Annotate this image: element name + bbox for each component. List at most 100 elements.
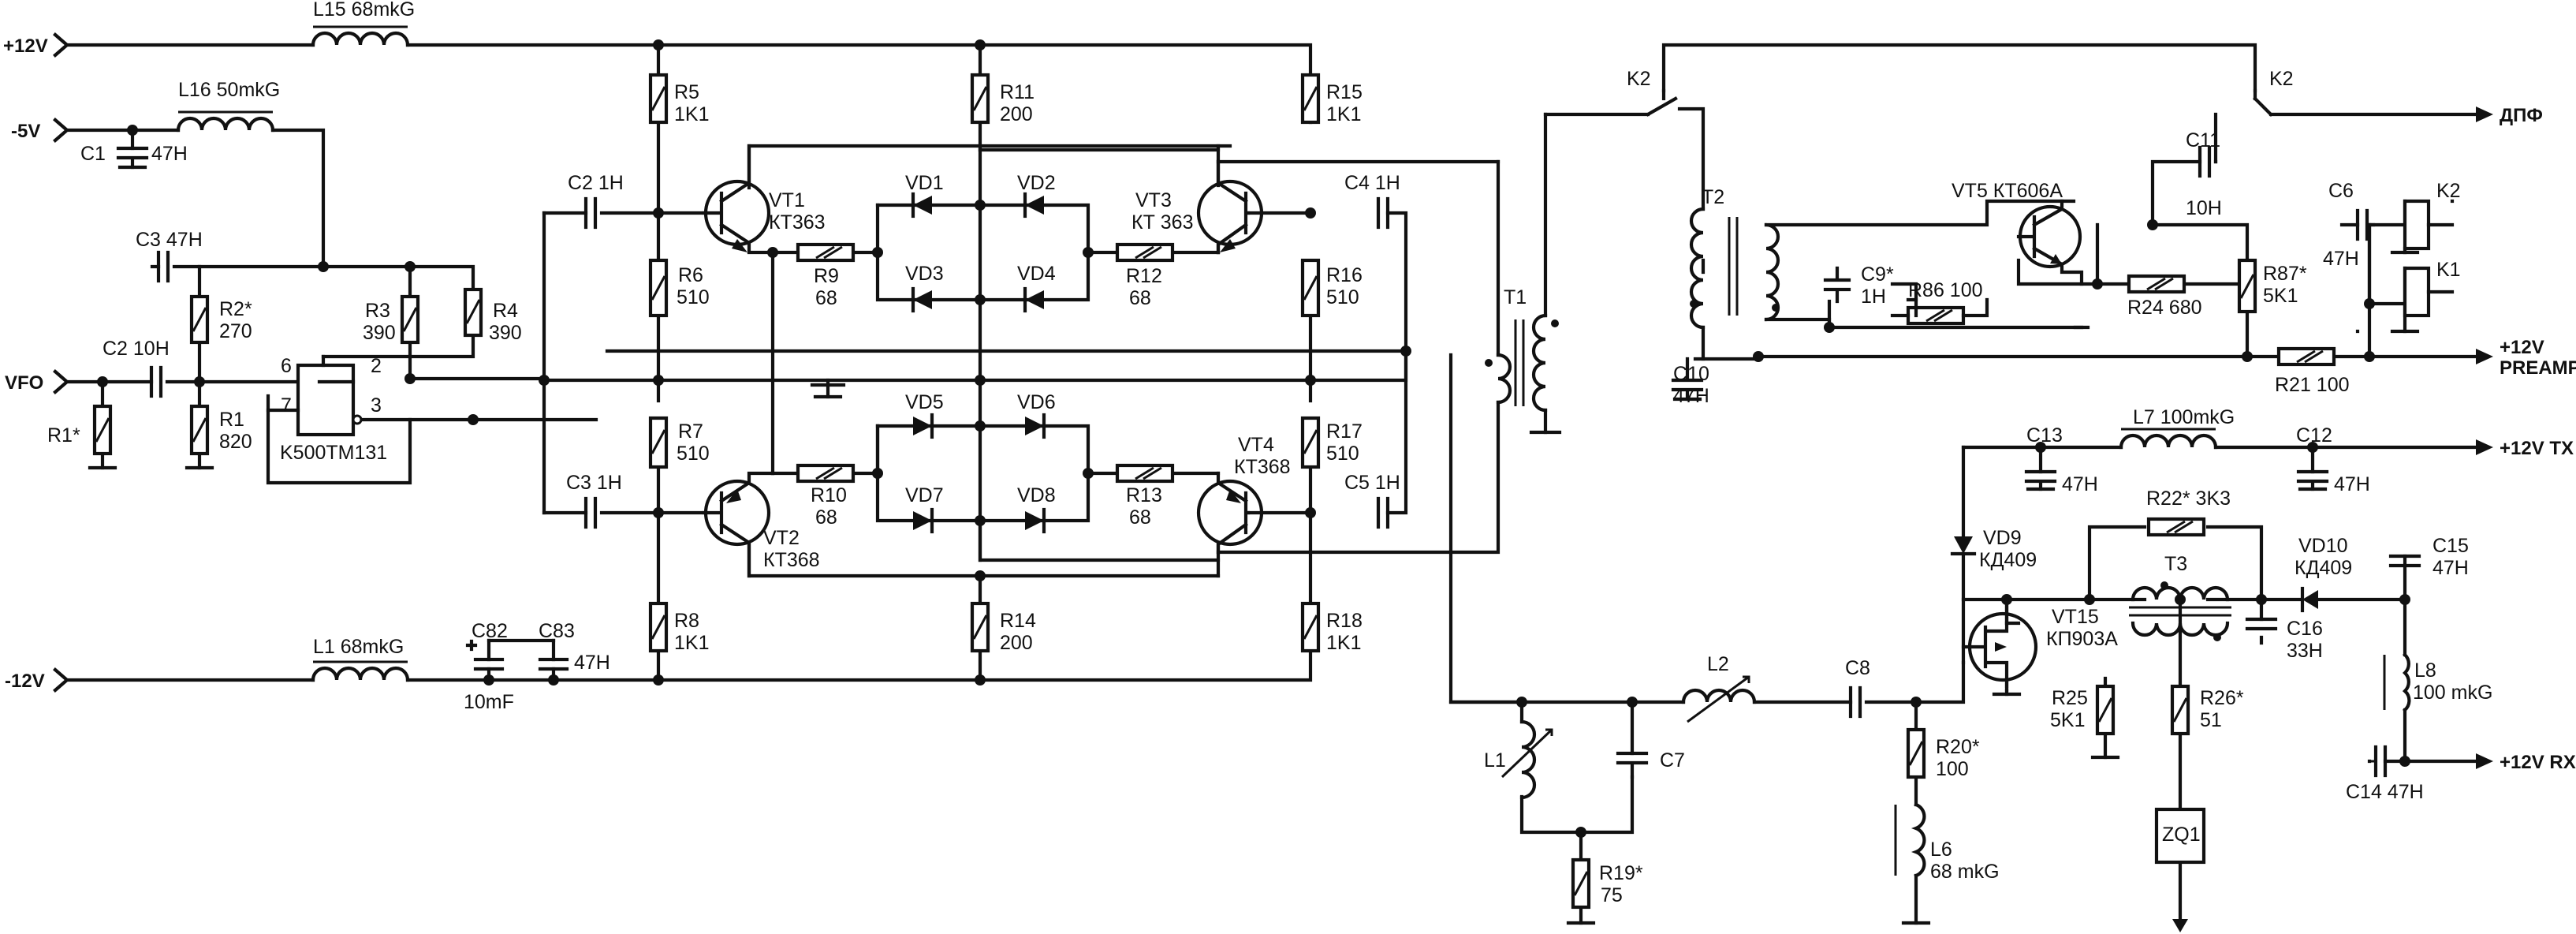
label-r7: R7 [678,420,703,443]
label-r26-value: 51 [2200,709,2222,731]
label-c13: C13 [2026,424,2063,446]
label-preamp-2: PREAMP [2500,357,2576,379]
label-c9-value: 1Н [1861,286,1886,308]
component-labels: L15 68mkG L16 50mkG C1 47Н C3 47Н R2* 27… [47,0,2492,906]
label-vd5: VD5 [905,391,944,413]
diodes [911,192,2318,613]
label-c6: C6 [2328,180,2354,202]
label-preamp-1: +12V [2500,337,2544,358]
label-r25: R25 [2052,687,2088,709]
zq1-filter [2154,807,2206,865]
label-l6-value: 68 mkG [1930,861,2000,883]
label-vt4-type: КТ368 [1234,456,1291,478]
label-r4: R4 [493,300,518,322]
label-r6-value: 510 [677,286,710,308]
label-vd9-type: КД409 [1979,549,2037,571]
label-l1a: L1 68mkG [313,636,404,658]
label-r13-value: 68 [1129,506,1151,529]
label-r25-value: 5K1 [2050,709,2085,731]
label-r1-star: R1* [47,424,80,446]
label-r18-value: 1K1 [1326,632,1361,654]
label-r16: R16 [1326,264,1363,286]
label-c82: C82 [472,620,508,642]
label-vt2-type: КТ368 [763,549,820,571]
label-vt4: VT4 [1238,434,1274,456]
label-r7-value: 510 [677,443,710,465]
label-t3: T3 [2164,553,2187,575]
label-r12: R12 [1126,265,1162,287]
label-r5-value: 1K1 [674,103,709,125]
label-vt15-type: КП903А [2046,628,2118,650]
label-c4: C4 1Н [1344,172,1400,194]
label-r3-value: 390 [363,322,396,344]
label-c3a: C3 47Н [136,229,203,251]
label-vfo: VFO [5,372,43,394]
label-l1b: L1 [1484,749,1506,771]
label-r3: R3 [365,300,390,322]
label-ic-pin7: 7 [281,394,292,417]
label-r86: R86 100 [1908,279,1983,301]
label-r87: R87* [2263,263,2307,285]
label-ic: K500TM131 [280,442,387,464]
label-r9-value: 68 [815,287,837,309]
label-ic-pin6: 6 [281,355,292,377]
label-r12-value: 68 [1129,287,1151,309]
label-c10: C10 [1673,363,1709,385]
label-r15-value: 1K1 [1326,103,1361,125]
label-c9: C9* [1861,263,1894,286]
relays [1646,88,2455,318]
label-r11-value: 200 [1000,103,1033,125]
label-l8: L8 [2414,659,2436,682]
label-vt15: VT15 [2052,606,2099,628]
label-k2a: K2 [1627,68,1651,90]
label-c3b: C3 1Н [566,472,622,494]
transistors [702,144,2084,693]
label-r17: R17 [1326,420,1363,443]
label-t1: T1 [1504,286,1527,308]
label-ic-pin3: 3 [371,394,382,417]
label-c7: C7 [1660,749,1685,771]
label-c1-value: 47Н [151,143,188,165]
label-l16: L16 50mkG [178,79,280,101]
label-r24: R24 680 [2127,297,2202,319]
label-l7: L7 100mkG [2133,406,2235,428]
label-l8-value: 100 mkG [2413,682,2492,704]
label-c82-value: 10mF [464,691,514,713]
label-c1: C1 [80,143,106,165]
label-l6: L6 [1930,839,1952,861]
label-vd9: VD9 [1983,527,2022,549]
label-minus5v: -5V [11,121,40,142]
inductors [176,25,2411,878]
label-t2: T2 [1702,186,1724,208]
label-c11: C11 [2186,129,2220,151]
label-k2b: K2 [2269,68,2294,90]
label-r14: R14 [1000,610,1036,632]
label-rx: +12V RX [2500,752,2576,773]
label-r2: R2* [219,298,252,320]
label-vd3: VD3 [905,263,944,285]
label-c15-value: 47Н [2432,557,2469,579]
label-r87-value: 5K1 [2263,285,2298,307]
label-r8: R8 [674,610,699,632]
label-r9: R9 [814,265,839,287]
label-r10-value: 68 [815,506,837,529]
label-plus12v: +12V [3,35,48,57]
label-r17-value: 510 [1326,443,1359,465]
label-r20: R20* [1936,736,1980,758]
label-k2c: K2 [2436,180,2461,202]
label-r11: R11 [1000,81,1035,103]
label-vt2: VT2 [763,527,800,549]
label-r20-value: 100 [1936,758,1969,780]
grounds [88,165,2455,925]
label-vt3-type: КТ 363 [1131,211,1194,234]
label-vd8: VD8 [1017,484,1056,506]
label-vd10: VD10 [2298,535,2348,557]
label-r26: R26* [2200,687,2244,709]
label-vd7: VD7 [905,484,944,506]
label-vt3: VT3 [1135,189,1172,211]
label-c12: C12 [2296,424,2332,446]
label-r15: R15 [1326,81,1363,103]
label-c10-value: 47Н [1673,385,1709,407]
label-r1-value: 820 [219,431,252,453]
